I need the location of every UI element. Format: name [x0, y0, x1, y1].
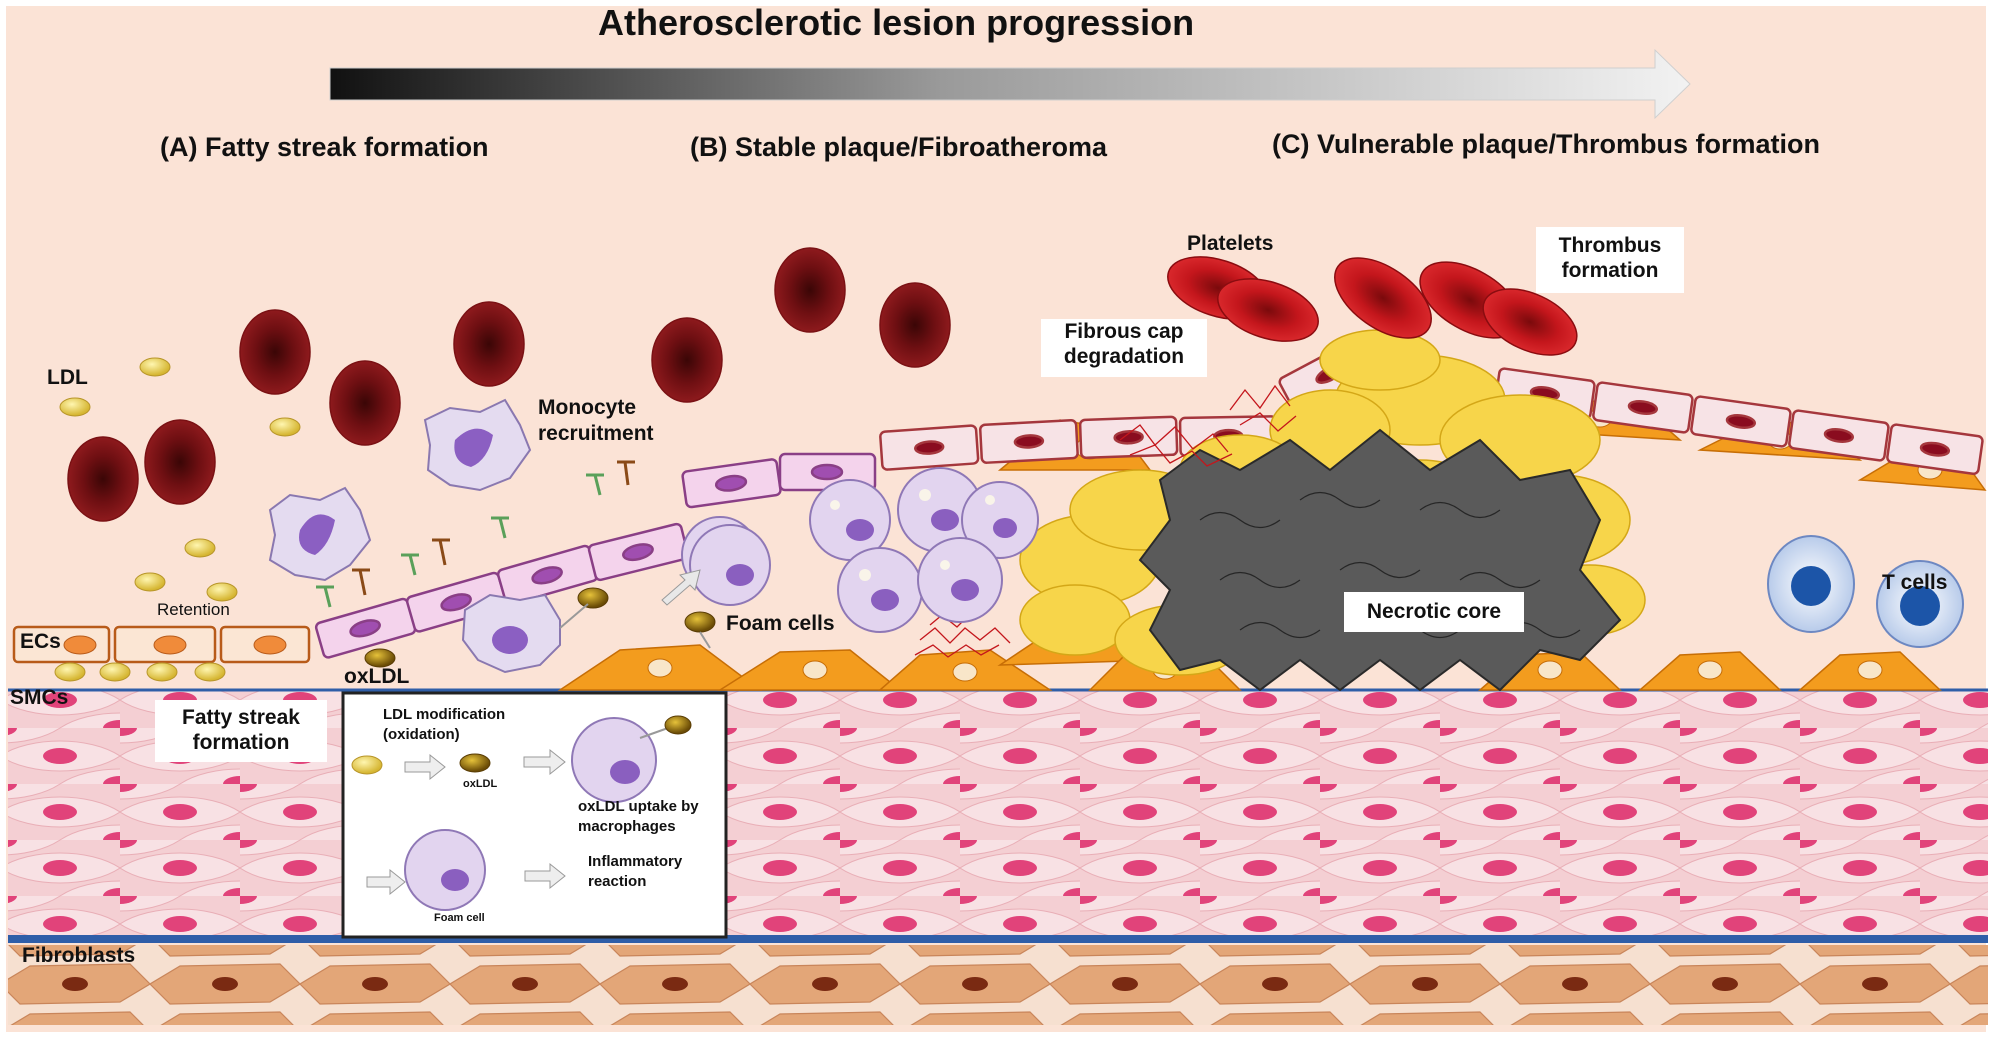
fibrous-cap-box: Fibrous cap degradation [1041, 319, 1207, 377]
fibroblasts-label: Fibroblasts [22, 944, 136, 967]
inset-uptake-line2: macrophages [578, 818, 676, 835]
inset-oxldl-label: oxLDL [463, 778, 498, 790]
adhesion-molecules [316, 473, 604, 608]
thrombus-line2: formation [1561, 259, 1659, 283]
fibrous-cap-line1: Fibrous cap [1064, 320, 1184, 343]
oxldl-particles [364, 587, 716, 668]
ldl-particles [54, 357, 301, 682]
thrombus-box: Thrombus formation [1536, 227, 1684, 293]
platelets-label: Platelets [1187, 232, 1274, 255]
foam-cell-cluster [681, 467, 1039, 633]
red-blood-cells [67, 247, 951, 522]
fatty-streak-line1: Fatty streak [182, 706, 300, 729]
fibrous-cap-line2: degradation [1063, 345, 1185, 369]
ldl-label: LDL [47, 366, 88, 389]
stage-c-heading: (C) Vulnerable plaque/Thrombus formation [1272, 129, 1821, 159]
monocyte-label-line2: recruitment [538, 422, 654, 445]
oxldl-label: oxLDL [344, 665, 410, 688]
foam-cell [689, 524, 771, 606]
stage-b-heading: (B) Stable plaque/Fibroatheroma [690, 132, 1108, 162]
monocyte-label-line1: Monocyte [538, 396, 637, 419]
fibroblast-layer [8, 945, 1988, 1025]
smc-layer [8, 690, 1988, 935]
inset-uptake-line1: oxLDL uptake by [578, 798, 699, 815]
fatty-streak-line2: formation [192, 731, 290, 755]
inset-inflammatory-line2: reaction [588, 873, 647, 890]
inset-ldl-mod-line1: LDL modification [383, 706, 506, 723]
smcs-label: SMCs [10, 686, 69, 709]
ecs-label: ECs [20, 630, 61, 653]
external-elastic-lamina [8, 935, 1988, 943]
inset-panel [341, 691, 728, 939]
stage-a-heading: (A) Fatty streak formation [160, 132, 489, 162]
endothelium-flat [12, 625, 311, 664]
fatty-streak-box: Fatty streak formation [155, 700, 327, 762]
foam-cells-label: Foam cells [726, 612, 835, 635]
platelets [1167, 256, 1578, 356]
inset-inflammatory-line1: Inflammatory [588, 853, 683, 870]
thrombus-line1: Thrombus [1558, 234, 1662, 257]
inset-foam-cell-label: Foam cell [434, 912, 485, 924]
necrotic-core-label: Necrotic core [1344, 592, 1524, 632]
inset-graphics [351, 715, 692, 911]
t-cells-label: T cells [1882, 571, 1948, 594]
endothelium-rising [314, 452, 877, 659]
progression-arrow [329, 48, 1691, 120]
diagram-title: Atherosclerotic lesion progression [598, 2, 1195, 43]
inset-ldl-mod-line2: (oxidation) [383, 726, 460, 743]
retention-label: Retention [157, 600, 230, 619]
